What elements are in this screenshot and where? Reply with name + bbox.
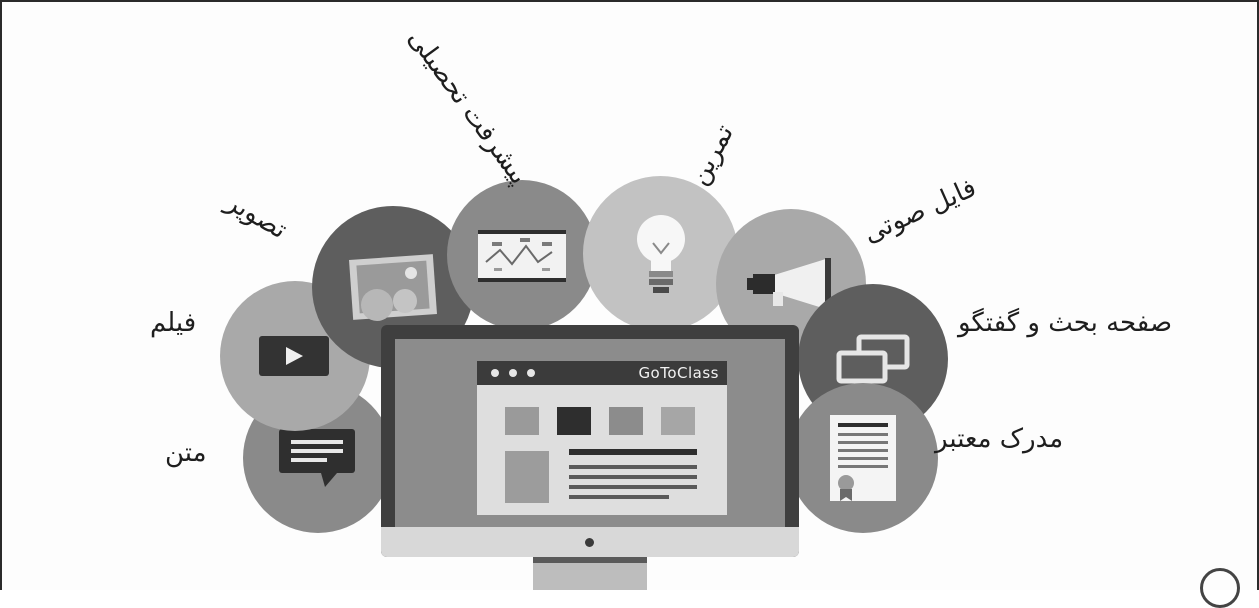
certificate-icon: [830, 415, 896, 501]
content-line: [569, 465, 697, 469]
power-dot-icon: [585, 538, 594, 547]
monitor-screen: GoToClass: [395, 339, 785, 529]
label-film: فیلم: [150, 308, 197, 338]
content-line: [569, 495, 669, 499]
monitor-stand-neck: [533, 557, 647, 563]
app-window: GoToClass: [477, 361, 727, 515]
video-play-icon: [259, 336, 329, 376]
speech-bubble-icon: [279, 429, 355, 487]
monitor-chin: [381, 527, 799, 557]
label-valid-certificate: مدرک معتبر: [935, 424, 1064, 454]
content-tile: [609, 407, 643, 435]
content-line: [569, 475, 697, 479]
lightbulb-icon: [636, 214, 685, 293]
content-tile: [557, 407, 591, 435]
chat-windows-icon: [836, 334, 910, 384]
brand-name: GoToClass: [638, 364, 719, 382]
circle-academic-progress: [447, 180, 597, 330]
content-line: [569, 449, 697, 455]
window-dot-icon: [509, 369, 517, 377]
chart-board-icon: [478, 230, 566, 282]
picture-icon: [349, 254, 437, 321]
circle-valid-certificate: [788, 383, 938, 533]
megaphone-icon: [747, 258, 831, 310]
corner-circle-icon: [1200, 568, 1240, 608]
window-dot-icon: [527, 369, 535, 377]
content-line: [569, 485, 697, 489]
computer-monitor: GoToClass: [381, 325, 799, 557]
content-tile: [661, 407, 695, 435]
window-dot-icon: [491, 369, 499, 377]
label-text: متن: [165, 438, 207, 468]
content-tile: [505, 407, 539, 435]
circle-exercise: [583, 176, 738, 331]
content-image-block: [505, 451, 549, 503]
window-titlebar: GoToClass: [477, 361, 727, 385]
label-discussion-page: صفحه بحث و گفتگو: [958, 308, 1173, 338]
